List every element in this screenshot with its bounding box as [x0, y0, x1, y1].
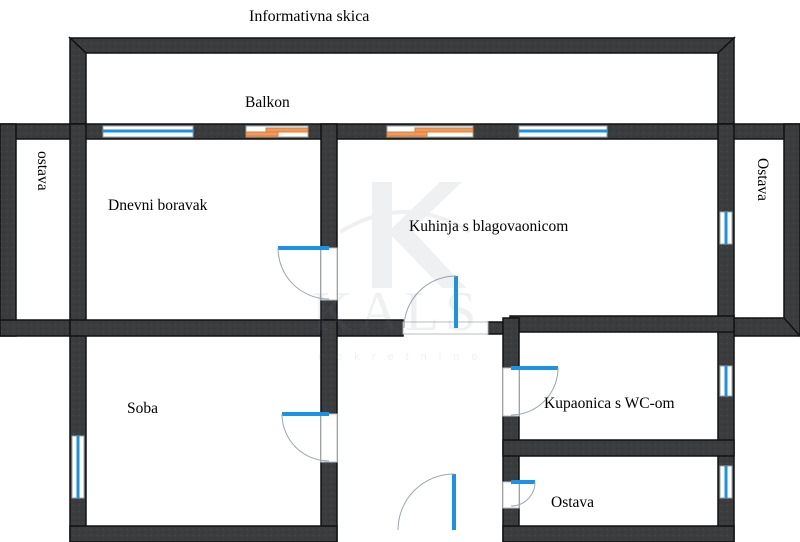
room-label-kupaonica: Kupaonica s WC-om: [544, 395, 675, 412]
wall-middle-left: [69, 319, 338, 337]
balcony-door-kitchen-leaf-2: [414, 127, 474, 133]
wall-south-right: [502, 525, 735, 542]
room-label-balkon: Balkon: [245, 94, 290, 111]
watermark-subtext: nekretnine: [318, 351, 489, 363]
room-label-kuhinja: Kuhinja s blagovaonicom: [409, 218, 568, 235]
door-kitchen-opening: [402, 321, 489, 335]
room-label-ostava-left: ostava: [34, 151, 51, 191]
wall-bath-storage: [502, 439, 735, 457]
wall-ostava-left-outer: [0, 123, 17, 337]
door-storage-swing: [510, 481, 536, 507]
room-label-ostava-small: Ostava: [551, 494, 594, 511]
door-room-opening: [320, 413, 338, 463]
door-storage-opening: [502, 481, 520, 509]
door-bath-opening: [502, 367, 520, 417]
door-living-swing: [277, 247, 330, 300]
door-bath-swing: [510, 367, 559, 416]
room-labels: Balkon Dnevni boravak Kuhinja s blagovao…: [34, 94, 771, 511]
room-label-ostava-right: Ostava: [754, 158, 771, 201]
watermark-text: KALS: [312, 281, 482, 343]
door-room-swing: [281, 413, 330, 462]
balcony-door-living-leaf-1: [245, 131, 279, 137]
watermark-swoosh: [338, 210, 472, 234]
wall-ostava-right-outer: [783, 123, 800, 338]
room-label-soba: Soba: [127, 400, 158, 417]
wall-balcony-top: [68, 37, 736, 54]
wall-balcony-right: [717, 36, 735, 125]
windows: [71, 125, 733, 499]
balcony-door-living-leaf-2: [265, 127, 309, 133]
door-entrance-swing: [397, 473, 455, 531]
wall-south-left: [69, 525, 338, 542]
watermark-logo: KALS nekretnine: [312, 182, 489, 363]
balcony-doors: [245, 125, 474, 138]
doors: [277, 246, 559, 531]
balcony-door-kitchen-leaf-1: [386, 131, 428, 137]
wall-balcony-left: [69, 36, 87, 125]
room-label-dnevni-boravak: Dnevni boravak: [108, 197, 208, 214]
door-kitchen-swing: [403, 275, 457, 329]
plan-title: Informativna skica: [249, 8, 369, 25]
watermark-k-mark: [372, 182, 466, 288]
wall-middle-right: [509, 315, 735, 333]
